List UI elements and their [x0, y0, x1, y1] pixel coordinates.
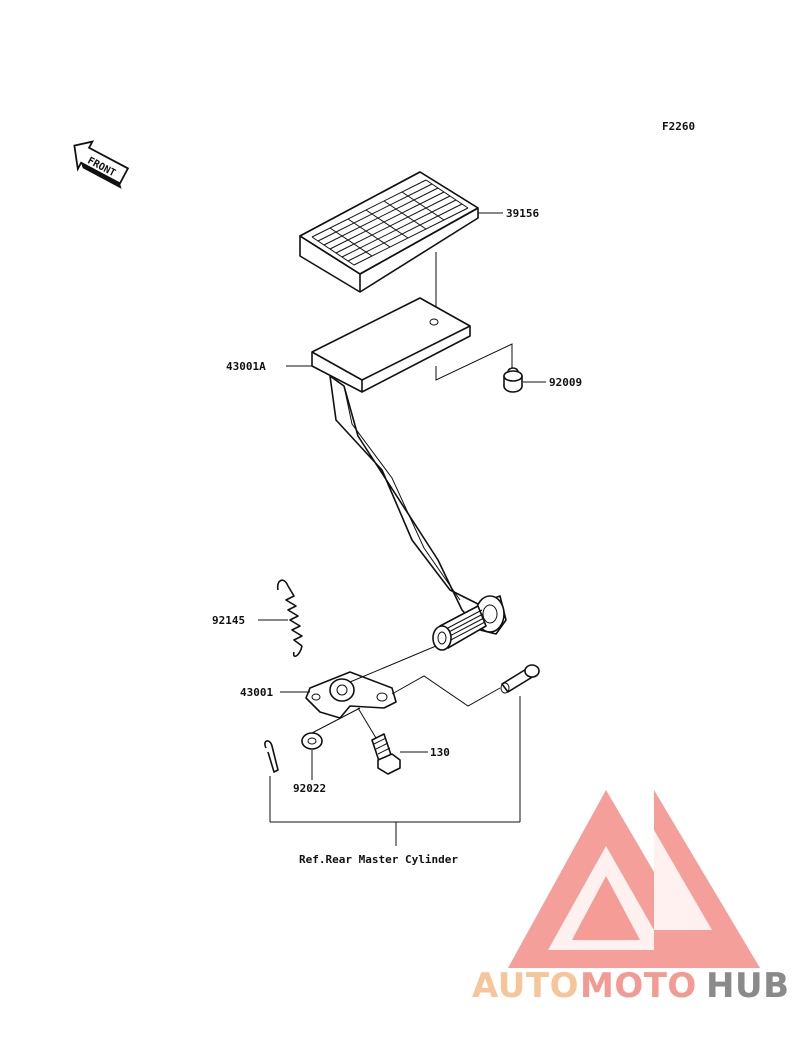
part-label-92145: 92145	[212, 614, 245, 627]
pedal-stopper	[435, 343, 523, 393]
washer	[301, 732, 323, 750]
part-label-43001: 43001	[240, 686, 273, 699]
part-label-43001A: 43001A	[226, 360, 266, 373]
shaft-guide-line	[349, 645, 437, 683]
reference-note: Ref.Rear Master Cylinder	[299, 853, 458, 866]
part-label-92022: 92022	[293, 782, 326, 795]
figure-code: F2260	[662, 120, 695, 133]
clevis-pin	[500, 664, 540, 694]
brake-pedal-arm	[311, 297, 507, 651]
logo-text-auto: AUTO	[472, 966, 579, 1006]
automotohub-logo: AUTO MOTO HUB	[472, 790, 789, 1006]
pedal-rubber-pad	[299, 171, 479, 293]
part-label-92009: 92009	[549, 376, 582, 389]
front-arrow-icon: FRONT	[73, 140, 130, 189]
return-spring	[276, 579, 303, 658]
logo-text-moto: MOTO	[580, 966, 697, 1006]
part-label-39156: 39156	[506, 207, 539, 220]
bolt	[371, 733, 401, 775]
brake-lever	[305, 671, 397, 719]
pin-guide-line	[391, 675, 501, 707]
reference-bracket	[269, 696, 521, 846]
cotter-pin	[264, 740, 279, 773]
logo-text-hub: HUB	[706, 966, 789, 1006]
part-label-130: 130	[430, 746, 450, 759]
